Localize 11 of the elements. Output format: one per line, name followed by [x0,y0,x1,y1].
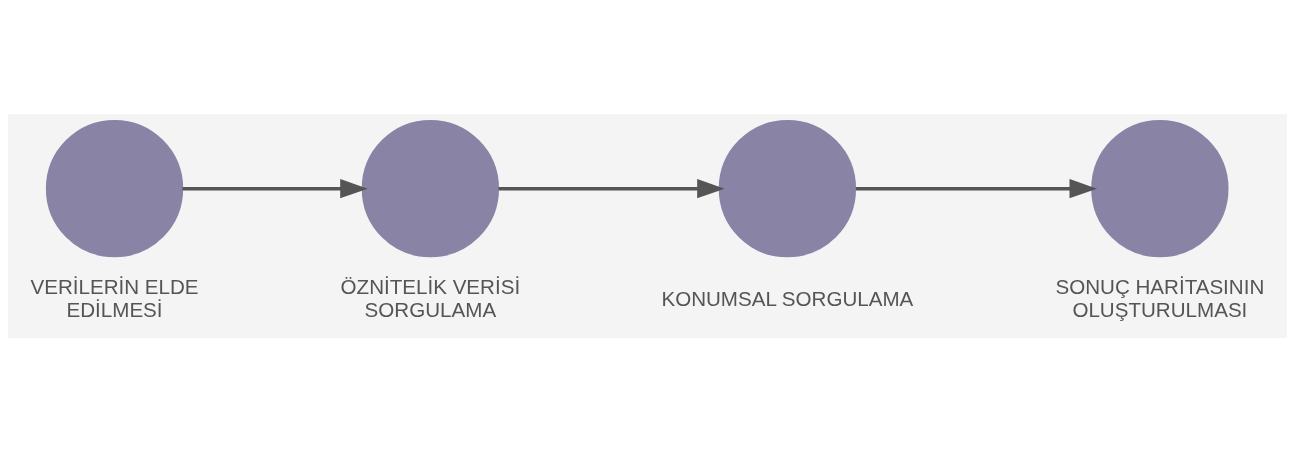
node-label: ÖZNİTELİK VERİSİ SORGULAMA [340,275,521,321]
arrow [182,179,368,199]
arrow [498,179,725,199]
node-circle [361,120,500,258]
node-label: VERİLERİN ELDE EDİLMESİ [30,275,199,321]
node-circle [1091,120,1229,258]
node-label: SONUÇ HARİTASININ OLUŞTURULMASI [1055,275,1265,321]
arrow [855,179,1097,199]
node-circle [45,120,184,258]
node-circle [718,120,857,258]
node-label: KONUMSAL SORGULAMA [661,286,914,310]
